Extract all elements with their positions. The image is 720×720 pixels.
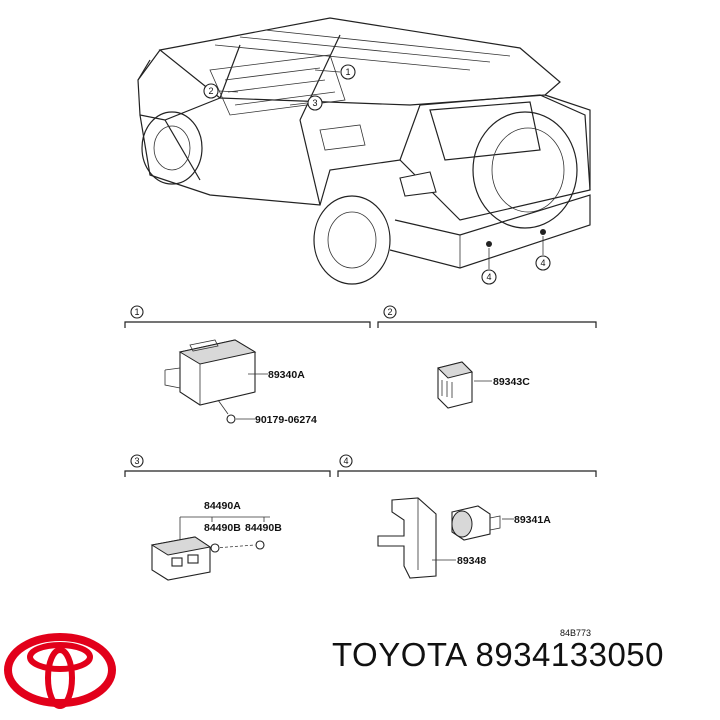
sensor-bracket-part [377, 497, 437, 579]
section-4: 4 89341A 89348 [337, 454, 597, 579]
diagram-code: 84B773 [560, 628, 591, 638]
vehicle-illustration [137, 17, 591, 285]
bolt-part [217, 399, 236, 424]
part-number: 8934133050 [475, 636, 665, 673]
svg-text:1: 1 [134, 307, 139, 317]
part-label-84490A: 84490A [204, 500, 241, 512]
callout-2: 2 [203, 83, 219, 99]
part-label-84490B-left: 84490B [204, 522, 241, 534]
svg-text:2: 2 [387, 307, 392, 317]
svg-text:3: 3 [312, 98, 317, 108]
svg-text:4: 4 [540, 258, 545, 268]
part-label-89348: 89348 [457, 555, 486, 567]
brand-caption: TOYOTA 8934133050 [332, 636, 664, 674]
callout-1: 1 [340, 64, 356, 80]
svg-text:4: 4 [486, 272, 491, 282]
section-2: 2 89343C [377, 305, 597, 409]
switch-connector-part [437, 361, 473, 409]
svg-text:4: 4 [343, 456, 348, 466]
part-label-89341A: 89341A [514, 514, 551, 526]
callout-4-left: 4 [481, 269, 497, 285]
switch-assembly-part [150, 536, 212, 581]
part-label-90179-06274: 90179-06274 [255, 414, 317, 426]
svg-text:2: 2 [208, 86, 213, 96]
callout-4-right: 4 [535, 255, 551, 271]
callout-3: 3 [307, 95, 323, 111]
callout-leaders [218, 69, 544, 269]
part-label-89340A: 89340A [268, 369, 305, 381]
part-label-89343C: 89343C [493, 376, 530, 388]
section-1: 1 89340A 90179-06274 [124, 305, 371, 426]
svg-text:1: 1 [345, 67, 350, 77]
brand-name: TOYOTA [332, 636, 466, 673]
section-3: 3 84490A 84490B 84490B [124, 454, 331, 581]
control-module-part [164, 339, 257, 406]
toyota-logo [4, 633, 116, 709]
svg-text:3: 3 [134, 456, 139, 466]
parking-sensor-part [451, 505, 501, 541]
part-label-84490B-right: 84490B [245, 522, 282, 534]
